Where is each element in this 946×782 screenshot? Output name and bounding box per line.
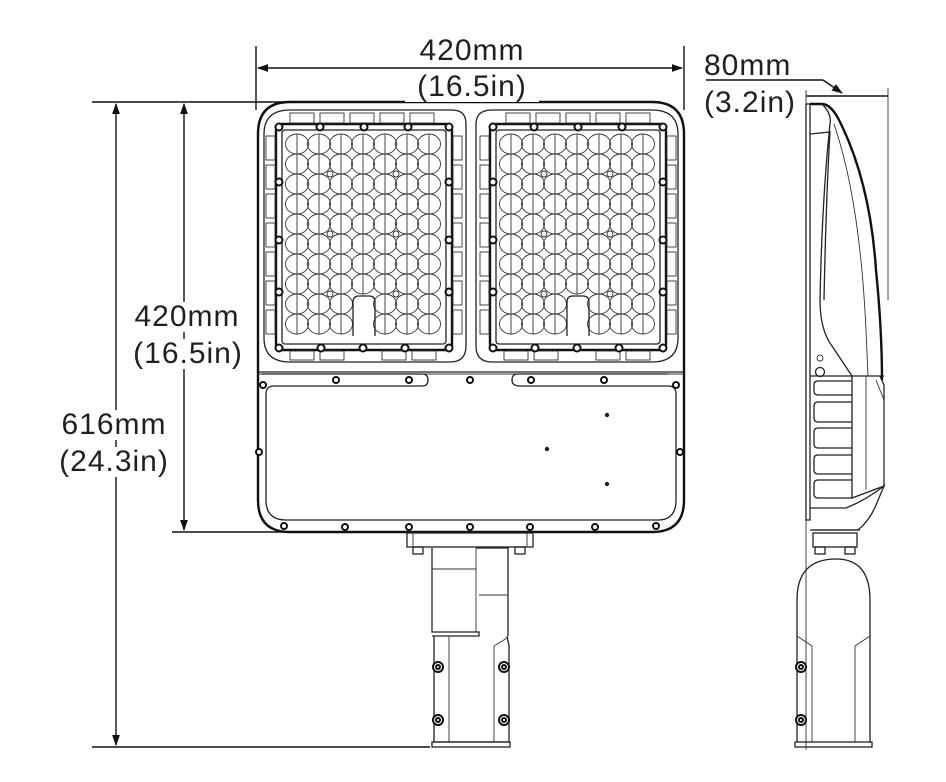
depth-inch-label: (3.2in)	[704, 88, 796, 118]
width-inch: (16.5in)	[417, 70, 527, 103]
width-inch-label: (16.5in)	[405, 72, 539, 102]
slip-fitter-mount	[406, 532, 534, 748]
depth-inch: (3.2in)	[704, 86, 797, 119]
head-height-inch: (16.5in)	[133, 337, 243, 370]
front-view	[255, 100, 686, 748]
total-height-mm: 616mm	[61, 408, 167, 441]
heatsink-fins	[813, 380, 852, 499]
width-label: 420mm	[407, 36, 537, 66]
head-height-mm: 420mm	[128, 302, 246, 332]
head-height-label: 420mm	[128, 302, 246, 332]
head-height-inch-label: (16.5in)	[124, 339, 252, 369]
total-height-inch: (24.3in)	[59, 445, 169, 478]
total-height-inch-label: (24.3in)	[50, 447, 178, 477]
depth-mm: 80mm	[704, 49, 792, 82]
driver-panel	[255, 373, 684, 531]
side-view	[794, 102, 886, 748]
total-height-label: 616mm	[54, 410, 174, 440]
depth-label: 80mm	[704, 51, 791, 81]
led-module-right	[475, 109, 679, 363]
led-module-left	[263, 109, 467, 363]
width-dimension	[255, 46, 685, 110]
width-mm: 420mm	[419, 34, 525, 67]
